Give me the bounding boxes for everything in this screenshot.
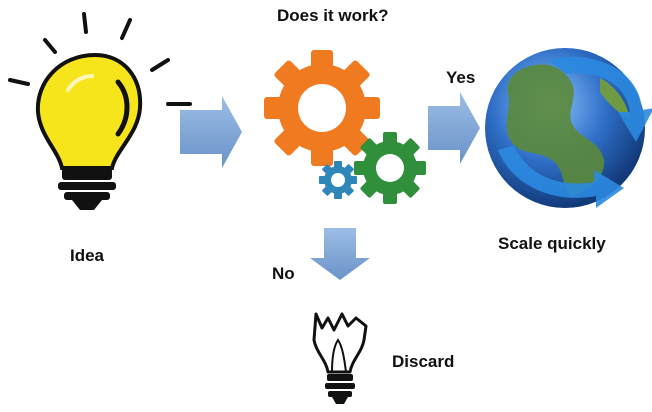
broken-bulb-icon <box>312 312 368 404</box>
yes-label: Yes <box>446 68 476 87</box>
arrow-to-test <box>180 96 242 168</box>
scale-quickly-label: Scale quickly <box>498 234 606 253</box>
globe-icon <box>485 48 652 208</box>
idea-label: Idea <box>70 246 105 265</box>
arrow-no <box>310 228 370 280</box>
gears-icon <box>264 50 426 204</box>
lightbulb-icon <box>8 12 192 210</box>
discard-label: Discard <box>392 352 455 371</box>
arrow-yes <box>428 92 480 164</box>
question-title: Does it work? <box>277 6 389 25</box>
no-label: No <box>272 264 295 283</box>
